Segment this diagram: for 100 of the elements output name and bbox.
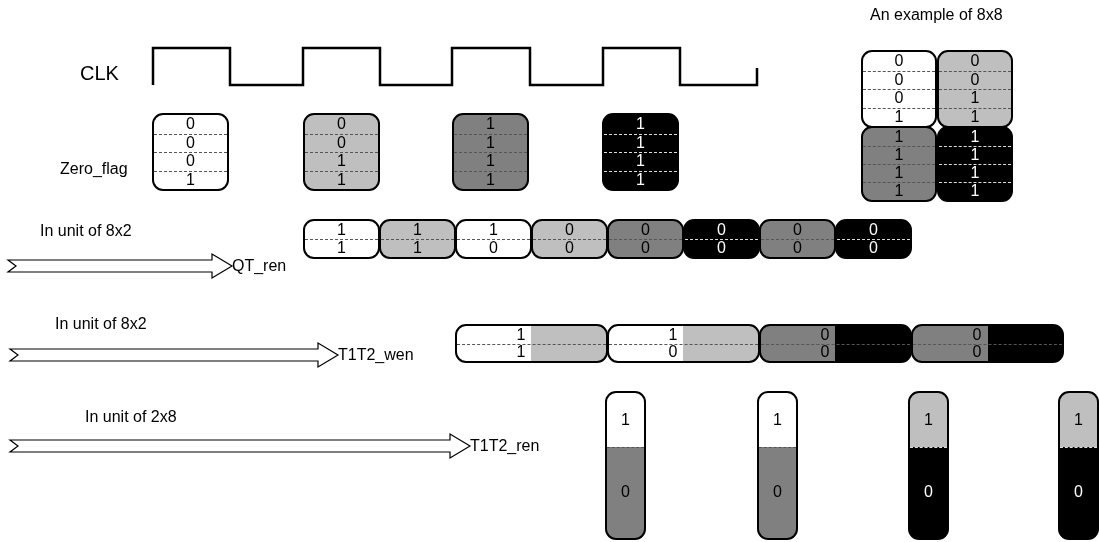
bit-value: 0 (621, 483, 630, 502)
bit-value: 0 (186, 133, 195, 152)
bit-box (759, 219, 836, 259)
bit-value: 1 (636, 170, 645, 189)
bit-value: 1 (668, 326, 678, 344)
bit-value: 0 (924, 483, 933, 502)
bit-value: 0 (489, 239, 498, 257)
bit-box (152, 113, 229, 191)
bit-value: 1 (486, 152, 495, 171)
bit-value: 1 (894, 182, 904, 200)
bit-value: 0 (337, 115, 346, 134)
bit-box (379, 219, 456, 259)
signal-label: T1T2_wen (338, 345, 414, 365)
bit-value: 1 (337, 152, 346, 171)
signal-label: T1T2_ren (470, 436, 540, 456)
signal-label: CLK (80, 62, 119, 85)
bit-value: 1 (970, 128, 980, 146)
bit-value: 0 (565, 239, 574, 257)
bit-value: 0 (186, 152, 195, 171)
bit-value: 1 (186, 170, 195, 189)
bit-box (452, 113, 529, 191)
bit-value: 1 (489, 221, 498, 239)
bit-value: 0 (773, 483, 782, 502)
bit-value: 0 (337, 133, 346, 152)
bit-box (607, 324, 760, 363)
block-arrow (8, 341, 340, 369)
bit-box (757, 391, 798, 540)
edge-label: In unit of 8x2 (55, 315, 147, 333)
bit-box (683, 219, 760, 259)
bit-value: 1 (773, 410, 782, 429)
bit-value: 1 (337, 221, 346, 239)
bit-value: 1 (621, 410, 630, 429)
block-arrow (6, 252, 234, 280)
bit-value: 1 (970, 107, 980, 126)
bit-value: 1 (970, 146, 980, 164)
bit-box (607, 219, 684, 259)
block-arrow (8, 432, 472, 460)
bit-value: 1 (894, 128, 904, 146)
bit-value: 1 (924, 410, 933, 429)
bit-value: 0 (869, 221, 878, 239)
bit-box (835, 219, 912, 259)
bit-value: 1 (894, 146, 904, 164)
bit-value: 1 (337, 239, 346, 257)
bit-value: 1 (970, 89, 980, 108)
bit-value: 1 (516, 343, 526, 361)
bit-box (861, 126, 937, 202)
bit-value: 1 (413, 221, 422, 239)
bit-box (908, 391, 949, 540)
bit-value: 0 (970, 70, 980, 89)
bit-box (605, 391, 646, 540)
bit-box (759, 324, 912, 363)
bit-value: 0 (894, 70, 904, 89)
bit-value: 1 (970, 182, 980, 200)
bit-value: 0 (869, 239, 878, 257)
bit-box (531, 219, 608, 259)
bit-value: 0 (1074, 483, 1083, 502)
bit-value: 0 (820, 326, 830, 344)
bit-value: 1 (486, 133, 495, 152)
bit-box (455, 324, 608, 363)
bit-value: 1 (337, 170, 346, 189)
bit-value: 0 (565, 221, 574, 239)
bit-box (602, 113, 679, 191)
bit-value: 0 (820, 343, 830, 361)
bit-box (911, 324, 1064, 363)
bit-box (303, 219, 380, 259)
bit-value: 0 (641, 221, 650, 239)
bit-value: 0 (894, 89, 904, 108)
bit-box (937, 126, 1013, 202)
signal-label: QT_ren (232, 256, 287, 276)
bit-value: 0 (641, 239, 650, 257)
bit-value: 1 (486, 115, 495, 134)
bit-box (861, 50, 937, 128)
bit-value: 1 (516, 326, 526, 344)
bit-value: 1 (636, 115, 645, 134)
bit-value: 0 (972, 343, 982, 361)
bit-box (455, 219, 532, 259)
bit-value: 1 (486, 170, 495, 189)
bit-box (303, 113, 380, 191)
bit-value: 0 (793, 239, 802, 257)
bit-value: 1 (636, 133, 645, 152)
bit-box (1058, 391, 1099, 540)
edge-label: In unit of 2x8 (85, 408, 177, 426)
bit-value: 0 (717, 239, 726, 257)
bit-value: 0 (668, 343, 678, 361)
bit-value: 0 (970, 52, 980, 71)
bit-value: 0 (186, 115, 195, 134)
bit-value: 1 (894, 164, 904, 182)
bit-value: 0 (894, 52, 904, 71)
bit-value: 0 (717, 221, 726, 239)
bit-box (937, 50, 1013, 128)
bit-value: 0 (793, 221, 802, 239)
edge-label: In unit of 8x2 (40, 222, 132, 240)
bit-value: 1 (413, 239, 422, 257)
signal-label: Zero_flag (60, 160, 128, 178)
bit-value: 1 (1074, 410, 1083, 429)
bit-value: 1 (894, 107, 904, 126)
bit-value: 0 (972, 326, 982, 344)
bit-value: 1 (970, 164, 980, 182)
caption-text: An example of 8x8 (870, 6, 1003, 24)
bit-value: 1 (636, 152, 645, 171)
